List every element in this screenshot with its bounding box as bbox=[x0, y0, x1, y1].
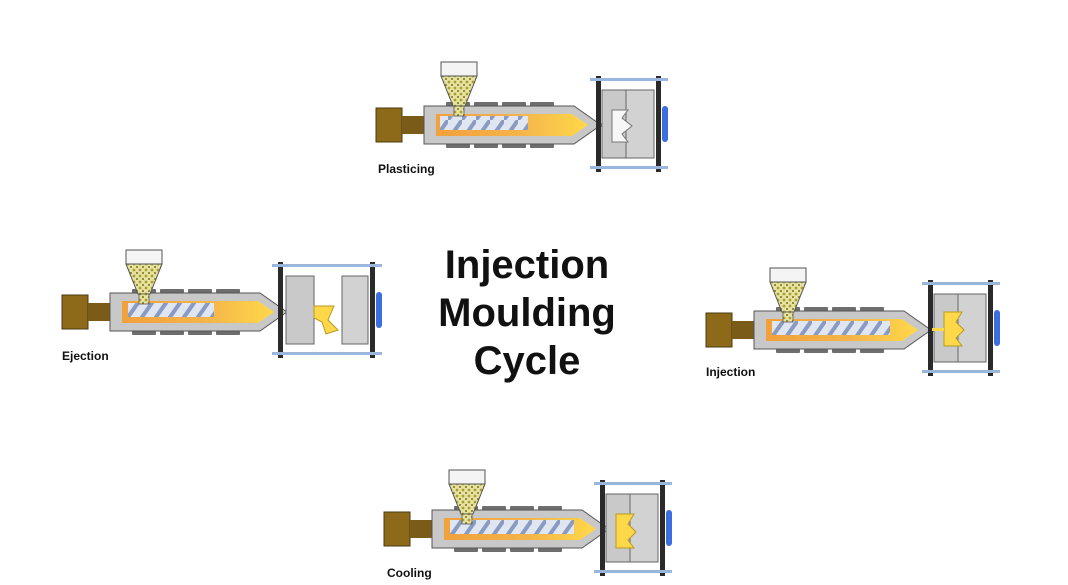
cooling-cavity bbox=[615, 513, 637, 549]
ejected-part bbox=[313, 305, 339, 335]
screw-plasticing bbox=[440, 116, 528, 130]
stage-label-cooling: Cooling bbox=[387, 566, 432, 580]
diagram-title-line-1: Injection bbox=[444, 243, 610, 287]
screw-injection bbox=[772, 321, 890, 335]
screw-cooling bbox=[450, 520, 574, 534]
mould-cavity bbox=[611, 109, 633, 143]
diagram-title-line-3: Cycle bbox=[473, 339, 581, 383]
filled-cavity bbox=[943, 311, 965, 347]
stage-label-injection: Injection bbox=[706, 365, 756, 379]
diagram-title-line-2: Moulding bbox=[438, 291, 616, 335]
stage-label-ejection: Ejection bbox=[62, 349, 109, 363]
mould-open bbox=[272, 262, 382, 358]
screw-ejection bbox=[128, 303, 214, 317]
stage-label-plasticing: Plasticing bbox=[378, 162, 435, 176]
stage-injection-machine bbox=[705, 267, 1001, 377]
stage-ejection-machine bbox=[61, 249, 382, 358]
stage-cooling-machine bbox=[383, 469, 673, 577]
stage-plasticing-machine bbox=[375, 61, 669, 173]
